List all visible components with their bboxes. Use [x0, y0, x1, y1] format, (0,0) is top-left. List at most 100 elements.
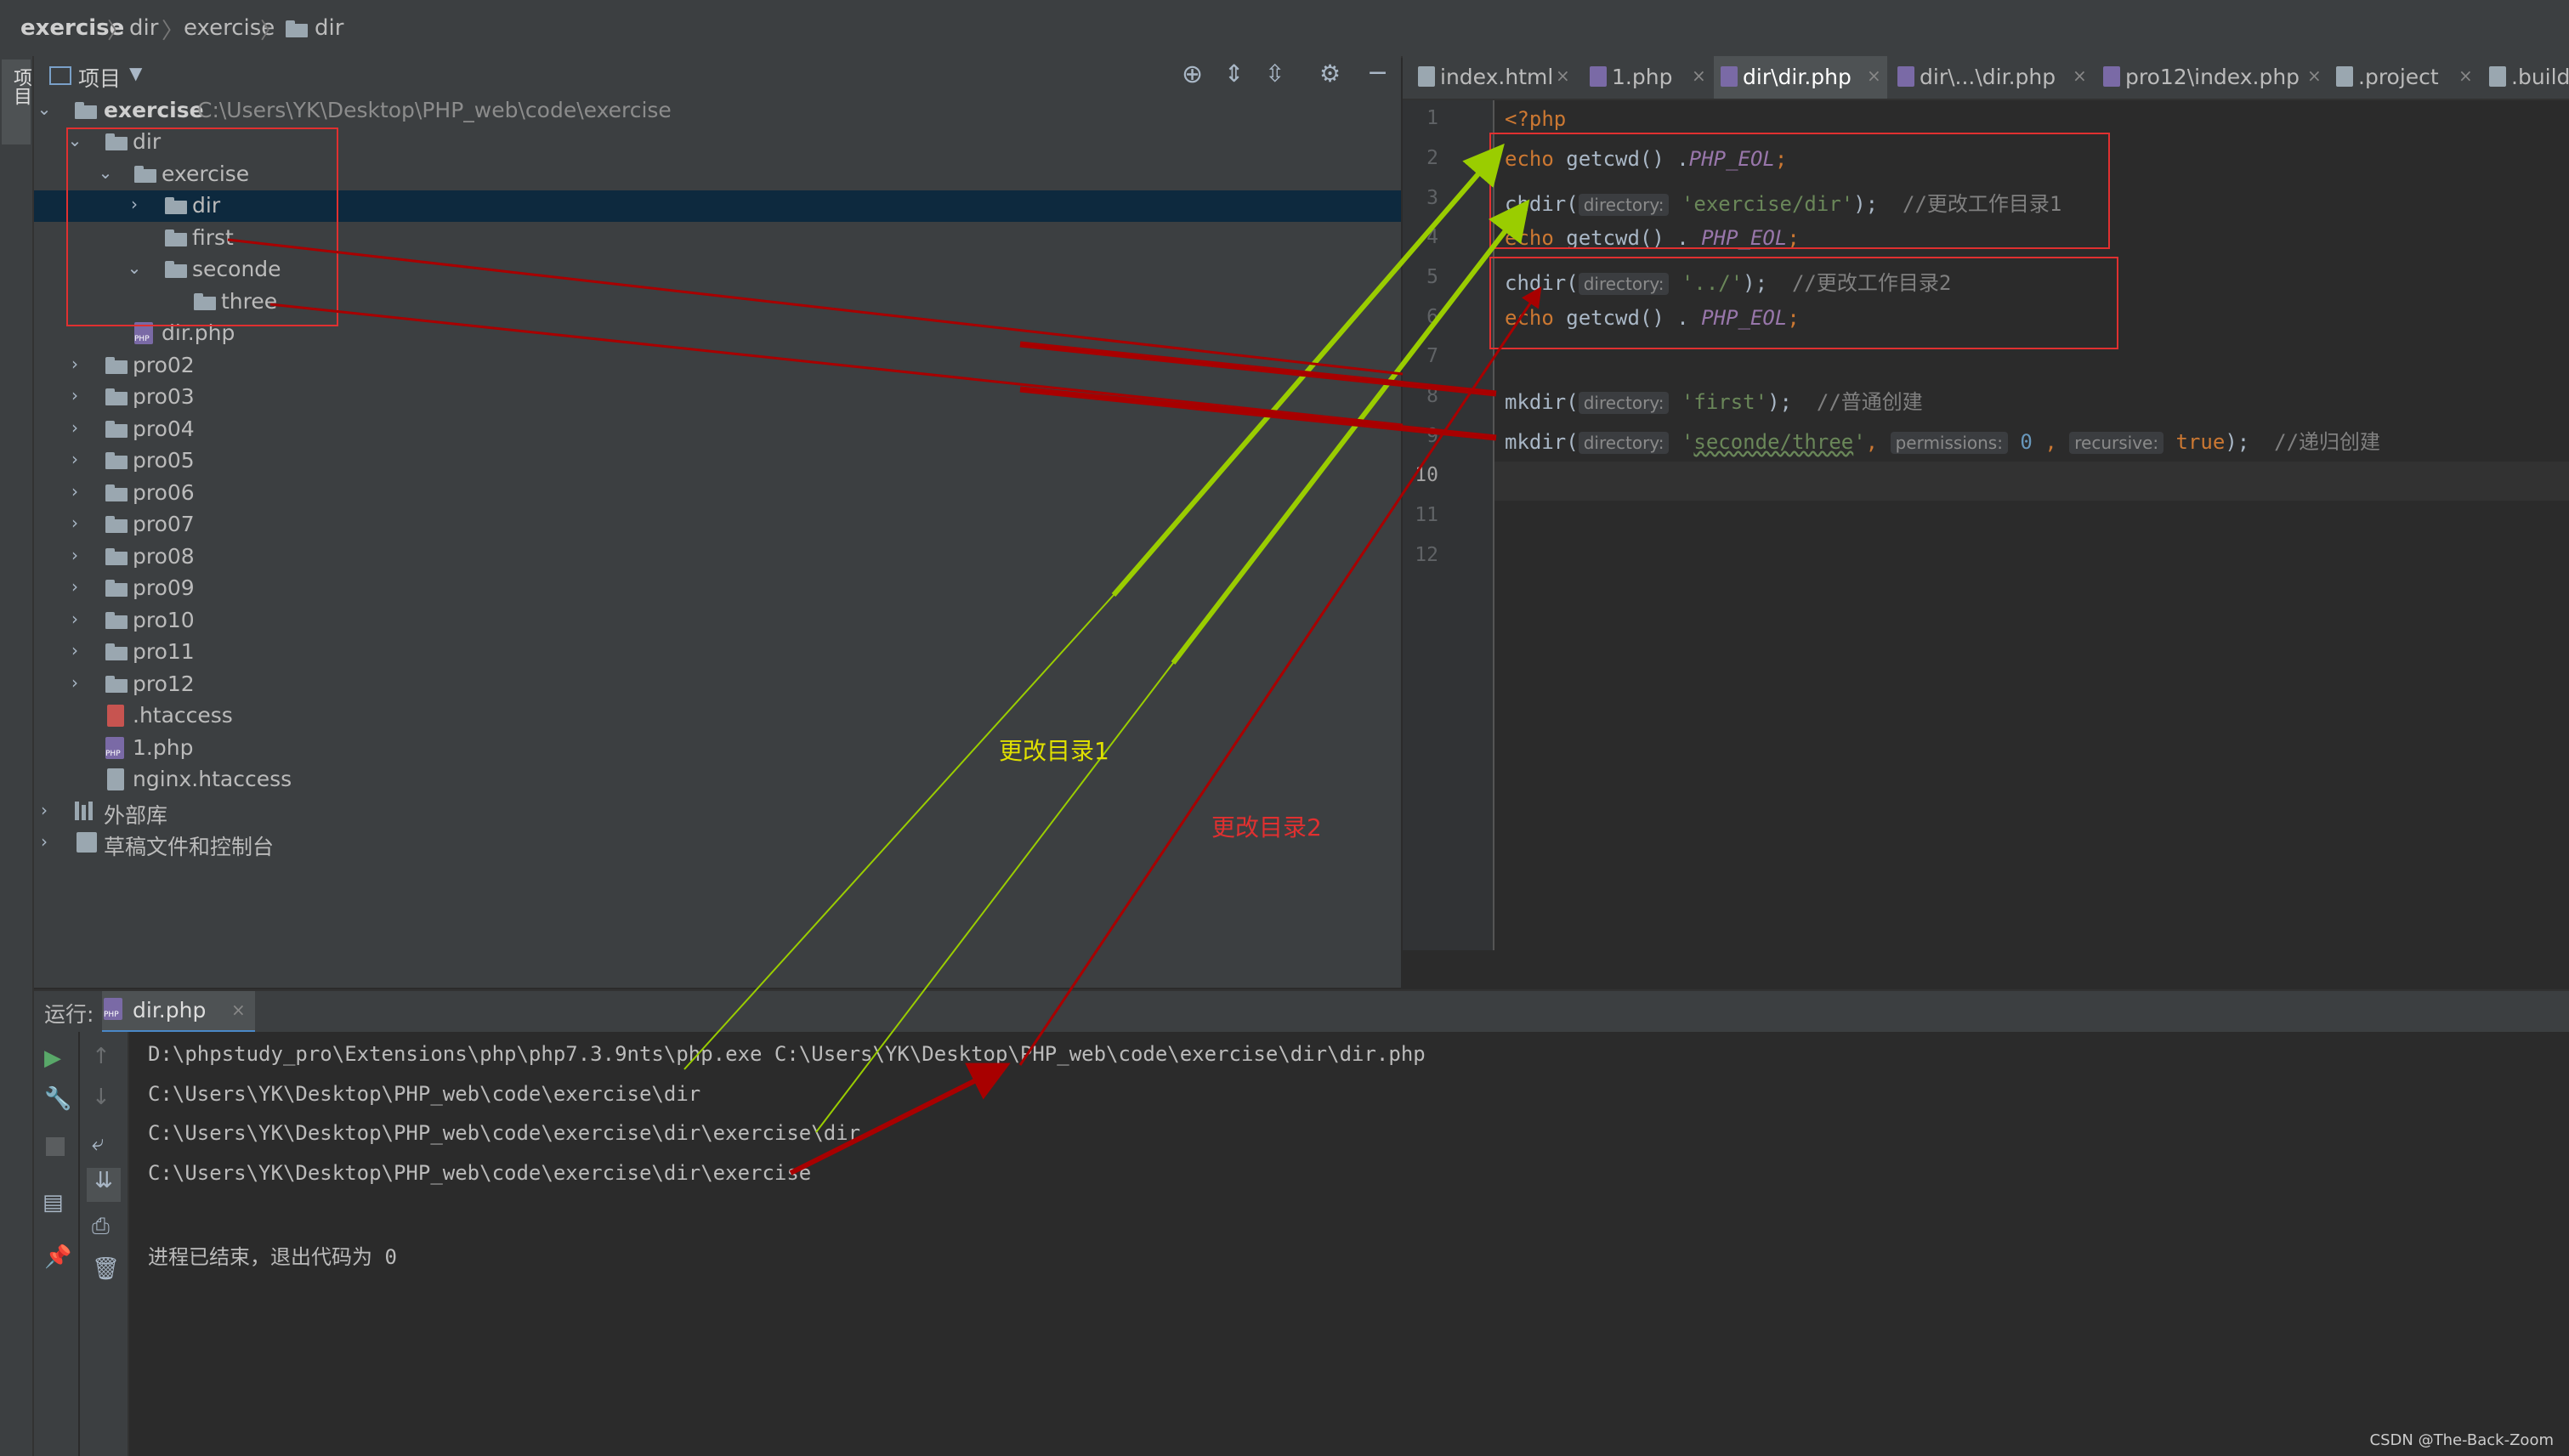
code-token: );	[1743, 271, 1768, 295]
breadcrumb-separator: 〉	[107, 19, 130, 44]
chevron-right-icon[interactable]: ›	[71, 417, 78, 438]
file-icon	[2489, 66, 2506, 87]
tree-item[interactable]: › pro11	[34, 637, 1401, 668]
tree-item[interactable]: dir.php	[34, 318, 1401, 349]
folder-icon	[105, 548, 128, 565]
breadcrumb-item[interactable]: dir	[315, 15, 344, 41]
tree-item[interactable]: ⌄ dir	[34, 127, 1401, 158]
chevron-right-icon[interactable]: ›	[71, 354, 78, 374]
tree-item[interactable]: .htaccess	[34, 700, 1401, 732]
editor-tab[interactable]: .buildp	[2482, 56, 2569, 99]
code-comment: //更改工作目录1	[1903, 192, 2062, 216]
tree-item[interactable]: ⌄ seconde	[34, 254, 1401, 286]
project-tool-tab[interactable]: 项目	[2, 59, 31, 144]
chevron-right-icon[interactable]: ›	[41, 800, 48, 820]
parameter-hint: recursive:	[2069, 432, 2164, 454]
code-token: true	[2175, 430, 2226, 454]
locate-icon[interactable]: ⊕	[1182, 59, 1204, 89]
close-icon[interactable]: ×	[231, 1000, 246, 1020]
tree-item[interactable]: › pro06	[34, 478, 1401, 509]
arrow-red-4	[269, 303, 1404, 427]
gear-icon[interactable]: ⚙	[1319, 59, 1341, 88]
chevron-right-icon[interactable]: ›	[131, 194, 138, 214]
tree-item-scratches[interactable]: › 草稿文件和控制台	[34, 828, 1401, 859]
run-toolbar-primary: ▶ 🔧 ▤ 📌	[34, 1032, 78, 1456]
soft-wrap-icon[interactable]: ⤶	[92, 1130, 105, 1156]
rerun-icon[interactable]: ▶	[44, 1045, 61, 1071]
scroll-to-end-icon[interactable]: ⇊	[87, 1168, 121, 1202]
arrow-down-icon[interactable]: ↓	[92, 1085, 111, 1110]
line-number: 2	[1426, 147, 1438, 169]
chevron-right-icon[interactable]: ›	[71, 609, 78, 629]
editor-tab[interactable]: dir\...\dir.php ×	[1891, 56, 2095, 99]
chevron-right-icon[interactable]: ›	[71, 640, 78, 660]
chevron-right-icon[interactable]: ›	[71, 672, 78, 693]
run-tab[interactable]: dir.php ×	[102, 991, 255, 1034]
htaccess-file-icon	[107, 705, 124, 727]
tree-item[interactable]: 1.php	[34, 733, 1401, 764]
code-token: 0	[2020, 430, 2033, 454]
tree-item[interactable]: › pro03	[34, 382, 1401, 413]
chevron-down-icon[interactable]: ⌄	[98, 162, 113, 183]
tree-item[interactable]: › pro08	[34, 541, 1401, 573]
tree-item[interactable]: first	[34, 223, 1401, 254]
php-file-icon	[1897, 66, 1914, 87]
tree-item[interactable]: › pro10	[34, 605, 1401, 637]
chevron-right-icon[interactable]: ›	[71, 545, 78, 565]
pin-icon[interactable]: 📌	[44, 1244, 72, 1270]
close-icon[interactable]: ×	[2073, 65, 2087, 86]
tree-root[interactable]: ⌄ exercise C:\Users\YK\Desktop\PHP_web\c…	[34, 95, 1401, 127]
tree-item[interactable]: three	[34, 286, 1401, 318]
close-icon[interactable]: ×	[2307, 65, 2322, 86]
chevron-right-icon[interactable]: ›	[71, 513, 78, 533]
run-console[interactable]: D:\phpstudy_pro\Extensions\php\php7.3.9n…	[129, 1032, 2569, 1456]
stop-icon[interactable]	[46, 1137, 65, 1156]
tree-item[interactable]: › pro09	[34, 573, 1401, 604]
chevron-right-icon[interactable]: ›	[71, 449, 78, 469]
editor-tab[interactable]: pro12\index.php ×	[2096, 56, 2326, 99]
code-editor[interactable]: <?php echo getcwd() .PHP_EOL; chdir(dire…	[1494, 100, 2569, 950]
chevron-down-icon[interactable]: ▼	[129, 63, 143, 83]
close-icon[interactable]: ×	[2458, 65, 2473, 86]
trash-icon[interactable]: 🗑	[92, 1256, 121, 1282]
php-file-icon	[2103, 66, 2120, 87]
chevron-down-icon[interactable]: ⌄	[37, 99, 52, 119]
editor-tab[interactable]: .project ×	[2329, 56, 2479, 99]
code-token: mkdir(	[1505, 390, 1579, 414]
tree-item-external-libraries[interactable]: › 外部库	[34, 796, 1401, 828]
tree-item[interactable]: › pro12	[34, 669, 1401, 700]
tree-item[interactable]: nginx.htaccess	[34, 764, 1401, 796]
editor-tab[interactable]: index.html ×	[1411, 56, 1573, 99]
breadcrumb-item[interactable]: dir	[129, 15, 159, 41]
arrow-up-icon[interactable]: ↑	[92, 1044, 111, 1069]
close-icon[interactable]: ×	[1867, 65, 1881, 86]
collapse-all-icon[interactable]: ⇳	[1265, 59, 1285, 88]
print-icon[interactable]: ⎙	[92, 1214, 110, 1239]
breadcrumb-item[interactable]: exercise	[184, 15, 275, 41]
expand-all-icon[interactable]: ⇕	[1224, 59, 1245, 88]
minimize-icon[interactable]: −	[1367, 58, 1389, 88]
close-icon[interactable]: ×	[1556, 65, 1570, 86]
tree-item[interactable]: › pro07	[34, 509, 1401, 541]
chevron-down-icon[interactable]: ⌄	[127, 258, 142, 278]
wrench-icon[interactable]: 🔧	[44, 1086, 72, 1112]
project-panel-title[interactable]: 项目	[78, 66, 122, 91]
tree-item-selected[interactable]: › dir	[34, 190, 1401, 222]
chevron-right-icon[interactable]: ›	[71, 481, 78, 501]
editor-tab-active[interactable]: dir\dir.php ×	[1714, 56, 1887, 99]
tree-item[interactable]: › pro05	[34, 445, 1401, 477]
chevron-right-icon[interactable]: ›	[71, 576, 78, 597]
tree-item[interactable]: ⌄ exercise	[34, 159, 1401, 190]
breadcrumb-item[interactable]: exercise	[20, 15, 125, 41]
tree-item[interactable]: › pro02	[34, 350, 1401, 382]
line-number: 7	[1426, 345, 1438, 367]
chevron-down-icon[interactable]: ⌄	[67, 130, 82, 150]
code-comment: //递归创建	[2274, 430, 2381, 454]
layout-icon[interactable]: ▤	[43, 1190, 64, 1215]
close-icon[interactable]: ×	[1692, 65, 1706, 86]
tree-item[interactable]: › pro04	[34, 414, 1401, 445]
tree-item-label: dir	[133, 129, 162, 154]
chevron-right-icon[interactable]: ›	[71, 385, 78, 405]
chevron-right-icon[interactable]: ›	[41, 831, 48, 852]
editor-tab[interactable]: 1.php ×	[1583, 56, 1710, 99]
